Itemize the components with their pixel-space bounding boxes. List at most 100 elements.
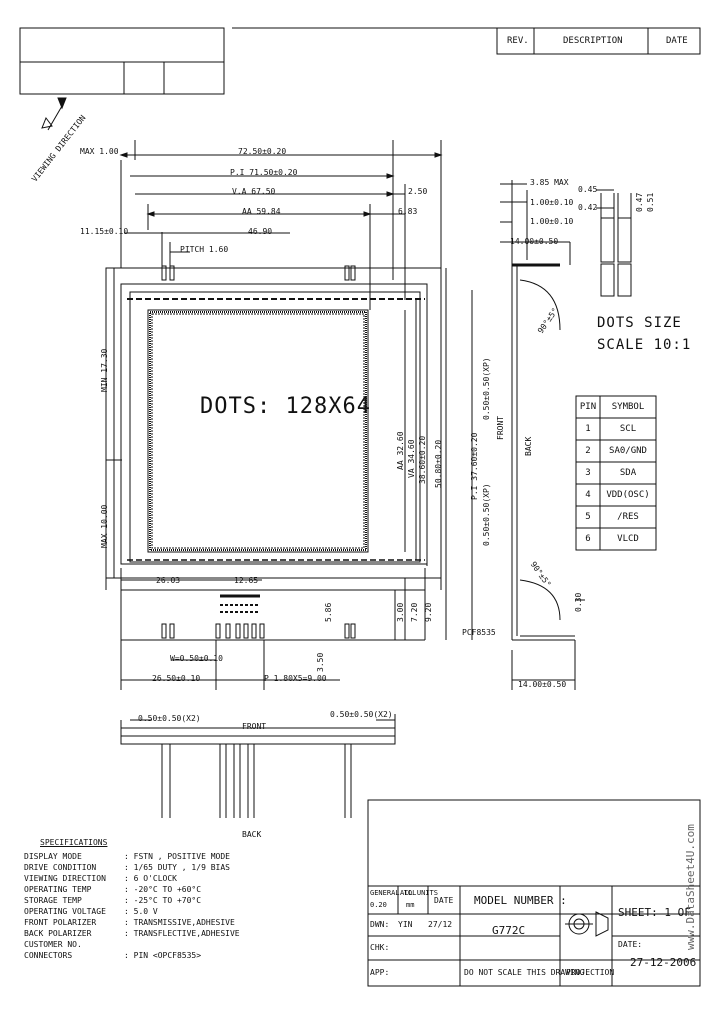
spec-key: DRIVE CONDITION (24, 863, 97, 872)
bottom-back: BACK (242, 830, 262, 839)
rev-header: REV. (507, 36, 529, 46)
dim-5080-v: 50.80±0.20 (434, 439, 443, 488)
dim-300: 3.00 (396, 602, 405, 622)
tb-general-tol: GENERAL TOL (370, 889, 417, 897)
tb-date-value: 27-12-2006 (630, 956, 697, 969)
side-385: 3.85 MAX (530, 178, 569, 187)
spec-value: : FSTN , POSITIVE MODE (124, 852, 230, 861)
dim-va-v: VA 34.60 (407, 439, 416, 478)
dim-aa-v: AA 32.60 (396, 431, 405, 470)
spec-title: SPECIFICATIONS (40, 838, 108, 847)
tb-dwn: DWN: (370, 920, 390, 929)
dim-350: 3.50 (316, 652, 325, 672)
spec-value: : 5.0 V (124, 907, 158, 916)
dots-c045: 0.45 (578, 185, 598, 194)
side-100b: 1.00±0.10 (530, 217, 574, 226)
date-header: DATE (666, 36, 688, 46)
dim-1115: 11.15±0.10 (80, 227, 129, 236)
spec-key: OPERATING TEMP (24, 885, 92, 894)
tb-app: APP: (370, 968, 390, 977)
bottom-right-dim: 0.50±0.50(X2) (330, 710, 393, 719)
dim-7250: 72.50±0.20 (238, 147, 287, 156)
side-100: 1.00±0.10 (530, 198, 574, 207)
side-030: 0.30 (574, 592, 583, 612)
side-back: BACK (524, 436, 533, 456)
dim-w: W=0.50±0.10 (170, 654, 223, 663)
dots-c042: 0.42 (578, 203, 598, 212)
pin-row-2-sym: SA0/GND (609, 446, 647, 456)
spec-value: : PIN <OPCF8535> (124, 951, 202, 960)
pin-row-5-num: 5 (585, 512, 591, 522)
dim-max1000: MAX 10.00 (100, 504, 109, 548)
spec-key: VIEWING DIRECTION (24, 874, 106, 883)
side-front: FRONT (496, 415, 505, 440)
spec-value: : 1/65 DUTY , 1/9 BIAS (124, 863, 230, 872)
dim-pi: P.I 71.50±0.20 (230, 168, 298, 177)
dim-920: 9.20 (424, 602, 433, 622)
pin-row-6-sym: VLCD (617, 534, 639, 544)
tb-note: DO NOT SCALE THIS DRAWING. (464, 968, 590, 977)
spec-key: DISPLAY MODE (24, 852, 82, 861)
spec-key: OPERATING VOLTAGE (24, 907, 106, 916)
dim-4690: 46.90 (248, 227, 273, 236)
pin-header-symbol: SYMBOL (611, 402, 645, 412)
pin-row-3-num: 3 (585, 468, 591, 478)
side-pi: P.I 37.60±0.20 (470, 432, 479, 500)
spec-value: : 6 O'CLOCK (124, 874, 177, 883)
spec-key: CONNECTORS (24, 951, 73, 960)
pin-row-2-num: 2 (585, 446, 591, 456)
tb-chk: CHK: (370, 943, 390, 952)
tb-model: G772C (492, 924, 526, 937)
dim-683: 6.83 (398, 207, 418, 216)
spec-value: : -25°C TO +70°C (124, 896, 202, 905)
side-pcf: PCF8535 (462, 628, 496, 637)
dots-label: DOTS: 128X64 (200, 394, 371, 419)
dim-max-100: MAX 1.00 (80, 147, 119, 156)
pin-row-4-num: 4 (585, 490, 591, 500)
side-p050b: 0.50±0.50(XP) (482, 483, 491, 546)
description-header: DESCRIPTION (563, 36, 623, 46)
dots-051: 0.51 (646, 192, 655, 212)
dim-aa: AA 59.84 (242, 207, 281, 216)
pin-row-5-sym: /RES (617, 512, 639, 522)
tb-tol-value: 0.20 (370, 901, 387, 909)
dots-scale-label: SCALE 10:1 (597, 337, 692, 353)
tb-projection: PROJECTION (566, 968, 615, 977)
tb-date-caption: DATE: (618, 940, 643, 949)
bottom-left-dim: 0.50±0.50(X2) (138, 714, 201, 723)
dim-3860-v: 38.60±0.20 (418, 435, 427, 484)
dim-1265: 12.65 (234, 576, 259, 585)
spec-value: : TRANSFLECTIVE,ADHESIVE (124, 929, 240, 938)
dots-047: 0.47 (635, 192, 644, 212)
tb-unit: mm (406, 901, 415, 909)
dim-pitch: PITCH 1.60 (180, 245, 229, 254)
dim-586: 5.86 (324, 602, 333, 622)
pin-row-4-sym: VDD(OSC) (606, 490, 650, 500)
dim-va: V.A 67.50 (232, 187, 276, 196)
dim-p: P 1.80X5=9.00 (264, 674, 327, 683)
tb-dwn-name: YIN (398, 920, 413, 929)
side-1400: 14.00±0.50 (510, 237, 559, 246)
dim-min1730: MIN 17.30 (100, 348, 109, 392)
spec-key: CUSTOMER NO. (24, 940, 82, 949)
tb-date-label: DATE (434, 896, 454, 905)
spec-key: BACK POLARIZER (24, 929, 92, 938)
tb-sheet: SHEET: 1 OF (618, 906, 691, 919)
tb-all-units: ALL UNITS (400, 889, 438, 897)
pin-row-6-num: 6 (585, 534, 591, 544)
pin-row-1-sym: SCL (619, 424, 637, 434)
pin-row-3-sym: SDA (619, 468, 637, 478)
side-p050a: 0.50±0.50(XP) (482, 357, 491, 420)
spec-key: STORAGE TEMP (24, 896, 82, 905)
pin-header-pin: PIN (579, 402, 597, 412)
spec-value: : TRANSMISSIVE,ADHESIVE (124, 918, 235, 927)
watermark: www.DataSheet4U.com (684, 824, 697, 950)
bottom-front: FRONT (242, 722, 267, 731)
dim-2603: 26.03 (156, 576, 181, 585)
spec-key: FRONT POLARIZER (24, 918, 97, 927)
side-1400b: 14.00±0.50 (518, 680, 567, 689)
dots-size-label: DOTS SIZE (597, 315, 682, 331)
tb-dwn-date: 27/12 (428, 920, 453, 929)
dim-250: 2.50 (408, 187, 428, 196)
